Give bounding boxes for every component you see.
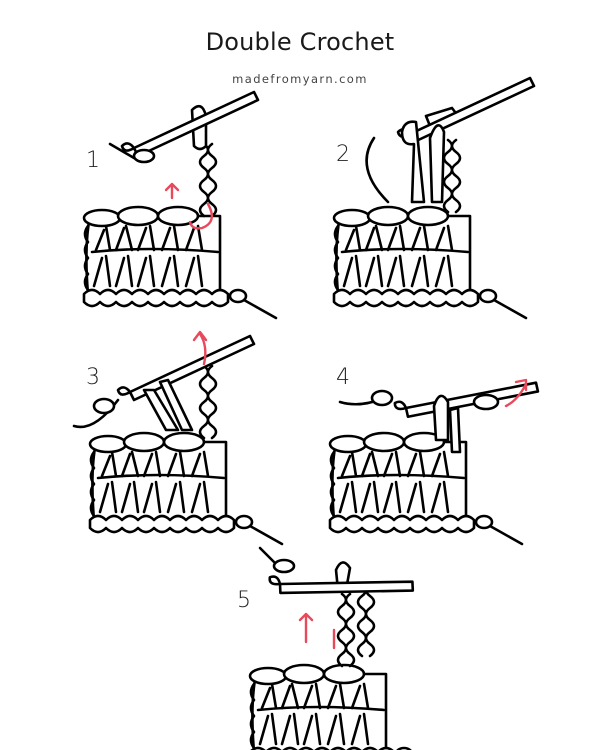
step-2-illustration bbox=[332, 76, 536, 320]
step-4-illustration bbox=[328, 349, 542, 546]
step-1-number: 1 bbox=[86, 148, 100, 173]
page-title: Double Crochet bbox=[205, 28, 395, 56]
step-1-arrow bbox=[164, 182, 180, 200]
step-2-number: 2 bbox=[336, 142, 350, 167]
site-credit: madefromyarn.com bbox=[232, 72, 368, 86]
step-3-number: 3 bbox=[86, 365, 100, 390]
step-1-illustration bbox=[82, 90, 278, 320]
step-5-arrow-up bbox=[298, 612, 314, 644]
step-3-illustration bbox=[72, 330, 284, 546]
step-5-illustration bbox=[248, 526, 444, 750]
step-3-arrow bbox=[192, 330, 208, 366]
step-4-number: 4 bbox=[336, 365, 350, 390]
step-4-arrow bbox=[504, 378, 528, 408]
step-5-number: 5 bbox=[237, 588, 251, 613]
